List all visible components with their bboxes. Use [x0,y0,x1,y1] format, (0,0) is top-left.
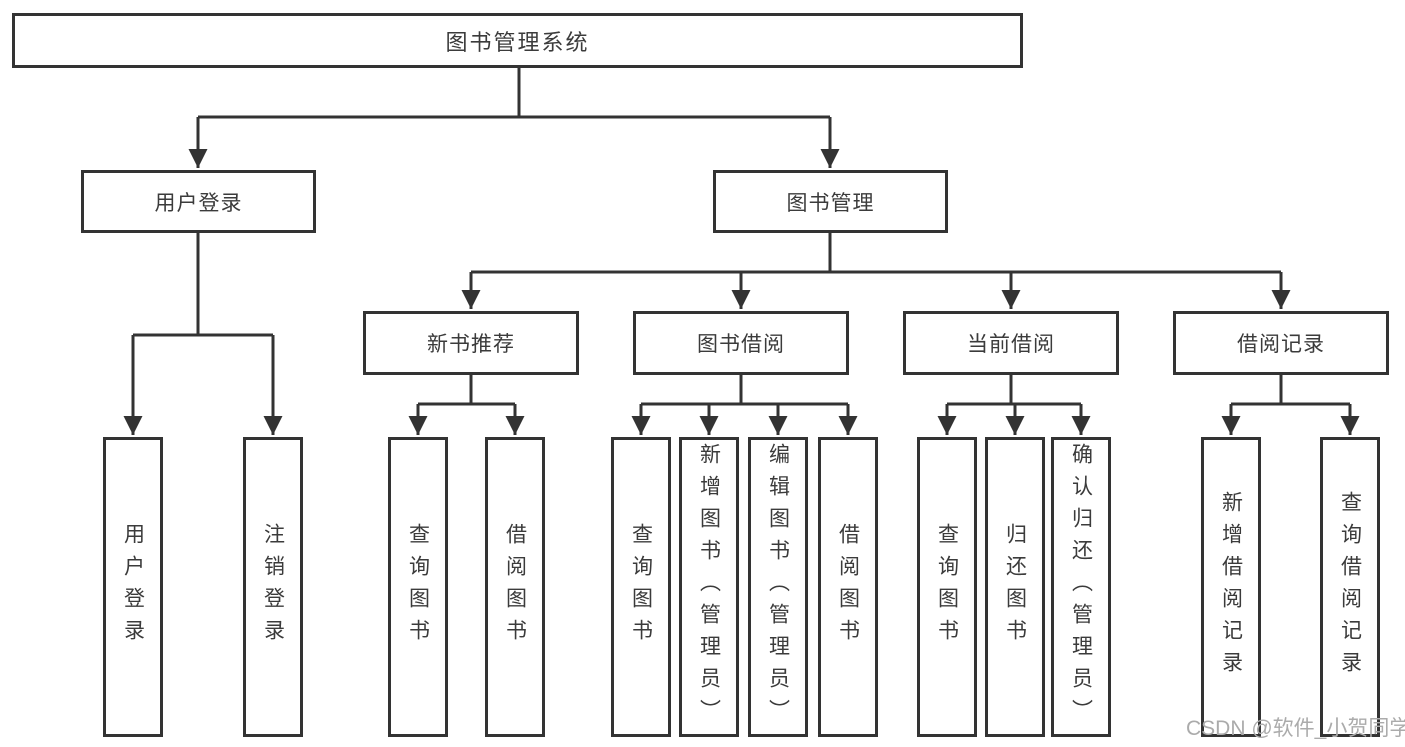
node-leaf-borrow-books-recommend: 借阅图书 [485,437,545,737]
node-leaf-confirm-return-admin: 确认归还（管理员） [1051,437,1111,737]
node-leaf-query-borrow-record: 查询借阅记录 [1320,437,1380,737]
node-leaf-query-books-current: 查询图书 [917,437,977,737]
node-current-borrowing: 当前借阅 [903,311,1119,375]
node-leaf-add-books-admin: 新增图书（管理员） [679,437,739,737]
node-book-borrowing: 图书借阅 [633,311,849,375]
node-library-management-system: 图书管理系统 [12,13,1023,68]
csdn-watermark: CSDN @软件_小贺同学 [1186,717,1405,740]
node-new-book-recommendation: 新书推荐 [363,311,579,375]
node-leaf-query-books-borrowing: 查询图书 [611,437,671,737]
node-leaf-edit-books-admin: 编辑图书（管理员） [748,437,808,737]
node-leaf-return-books: 归还图书 [985,437,1045,737]
node-leaf-query-books-recommend: 查询图书 [388,437,448,737]
node-book-management: 图书管理 [713,170,948,233]
node-leaf-add-borrow-record: 新增借阅记录 [1201,437,1261,737]
node-user-login: 用户登录 [81,170,316,233]
node-leaf-logout: 注销登录 [243,437,303,737]
node-leaf-user-login: 用户登录 [103,437,163,737]
node-borrowing-records: 借阅记录 [1173,311,1389,375]
node-leaf-borrow-books: 借阅图书 [818,437,878,737]
